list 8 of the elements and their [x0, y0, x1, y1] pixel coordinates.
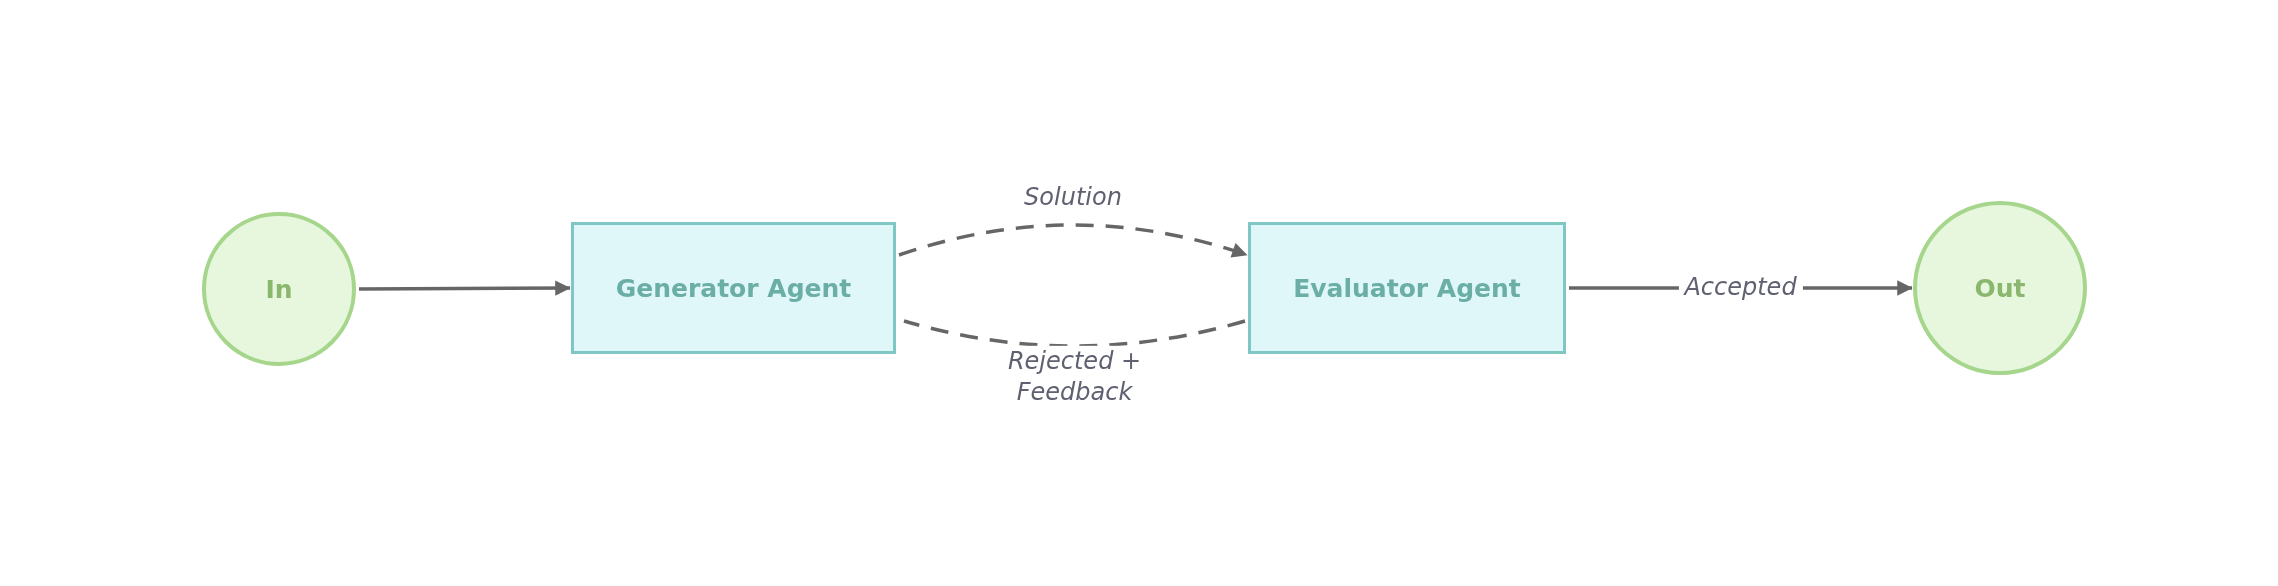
process-box [1248, 222, 1566, 354]
process-box [571, 222, 896, 354]
arrow [359, 280, 571, 296]
node-label: Evaluator Agent [1293, 273, 1521, 303]
dashed-arrow [898, 223, 1248, 258]
node-label: Out [1974, 273, 2026, 303]
node-label: In [265, 274, 293, 304]
node-label: Generator Agent [615, 273, 852, 303]
